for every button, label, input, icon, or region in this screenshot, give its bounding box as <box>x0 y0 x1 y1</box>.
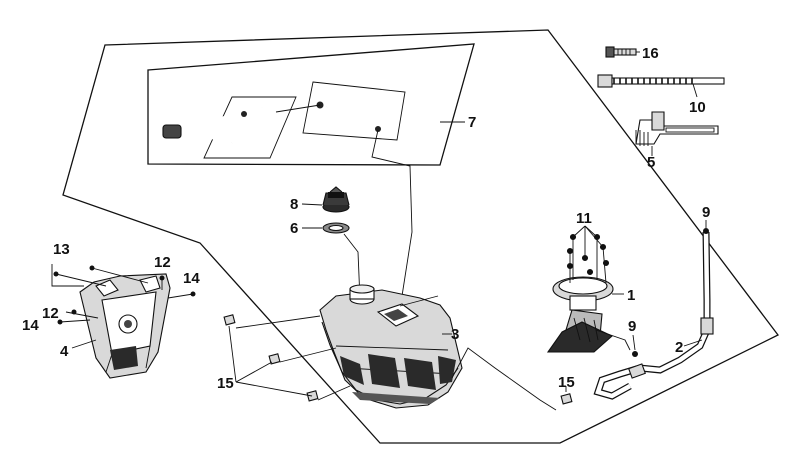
leader-15-fan <box>228 325 313 397</box>
leader-nut-4 <box>451 347 557 411</box>
callout-9-lower: 9 <box>628 318 636 335</box>
callout-15-left: 15 <box>217 375 234 392</box>
leader-13-a <box>55 273 107 287</box>
callout-1: 1 <box>627 287 635 304</box>
leader-4 <box>71 339 97 349</box>
callout-14-right: 14 <box>183 270 200 287</box>
callout-6: 6 <box>290 220 298 237</box>
cable-tie <box>597 74 725 88</box>
leader-14-b <box>167 293 194 299</box>
callout-11: 11 <box>576 210 592 227</box>
leader-cap-to-tank <box>343 233 361 301</box>
callout-14-left: 14 <box>22 317 39 334</box>
breather-hose-right <box>316 98 386 132</box>
leader-nut-3 <box>317 385 351 401</box>
leader-nut-2 <box>279 347 337 363</box>
leader-13 <box>51 264 84 287</box>
breather-hose-group-boundary <box>147 43 475 166</box>
bolt <box>605 46 637 58</box>
leader-8 <box>301 203 323 206</box>
callout-4: 4 <box>60 343 69 360</box>
callout-3: 3 <box>451 326 459 343</box>
fuel-tank <box>319 284 463 409</box>
bracket-clip <box>635 111 719 146</box>
outer-group-boundary <box>62 29 779 444</box>
callout-7: 7 <box>468 114 476 131</box>
callout-12-right: 12 <box>154 254 171 271</box>
hose-clamp-upper <box>703 220 709 234</box>
fuel-pump-assembly <box>546 276 631 353</box>
fuel-cap <box>322 186 350 213</box>
callout-16: 16 <box>642 45 659 62</box>
callout-8: 8 <box>290 196 298 213</box>
leader-13-b <box>91 267 149 284</box>
leader-14-a <box>59 319 91 323</box>
callout-9-upper: 9 <box>702 204 710 221</box>
fuel-hose <box>593 231 714 400</box>
callout-2: 2 <box>675 339 683 356</box>
leader-3-a <box>399 295 439 307</box>
leader-hose-to-tank <box>371 129 413 297</box>
breather-hose-left <box>162 106 279 144</box>
mounting-nuts <box>223 314 573 405</box>
hose-clamp-lower <box>632 334 638 357</box>
hose-panel-right <box>302 81 406 141</box>
callout-5: 5 <box>647 154 655 171</box>
fuel-cap-seal <box>322 222 350 234</box>
leader-10 <box>692 83 698 98</box>
tank-bracket <box>79 273 171 379</box>
callout-12-left: 12 <box>42 305 59 322</box>
callout-15-right: 15 <box>558 374 575 391</box>
callout-13: 13 <box>53 241 70 258</box>
leader-2 <box>683 339 703 347</box>
leader-12-a <box>65 311 99 319</box>
leader-nut-1 <box>235 315 321 329</box>
pump-screws <box>566 225 610 284</box>
leader-hose-join <box>275 104 321 113</box>
callout-10: 10 <box>689 99 706 116</box>
